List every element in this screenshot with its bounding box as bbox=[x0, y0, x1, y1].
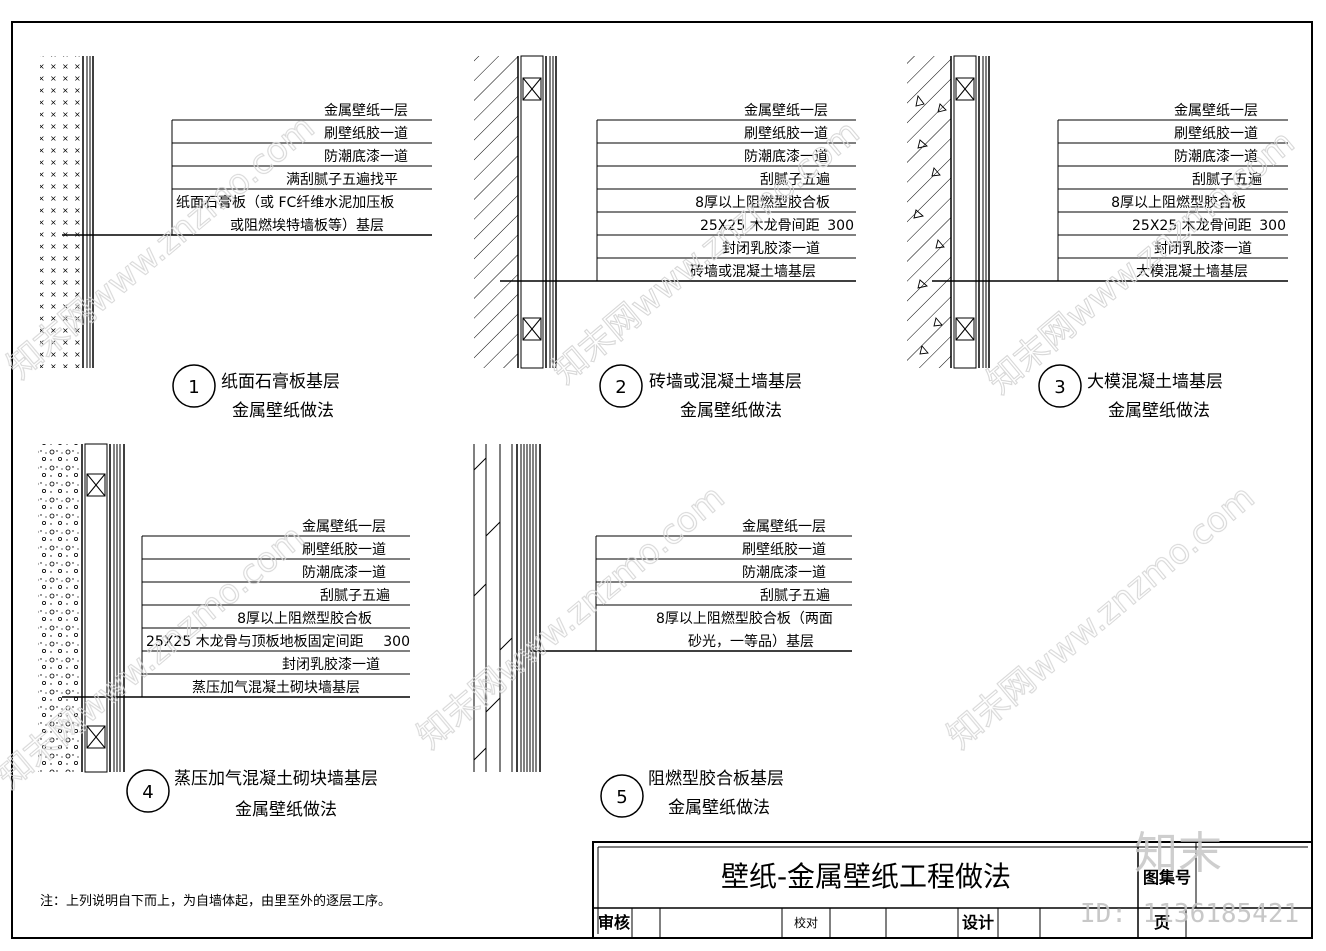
d4-layer-6: 300 bbox=[383, 634, 410, 650]
d4-layer-1: 刷壁纸胶一道 bbox=[302, 541, 386, 558]
d1-layer-3: 满刮腻子五遍找平 bbox=[286, 172, 398, 188]
detail-2: 金属壁纸一层 刷壁纸胶一道 防潮底漆一道 刮腻子五遍 8厚以上阻燃型胶合板 25… bbox=[474, 55, 856, 421]
d5-layer-5: 砂光，一等品）基层 bbox=[688, 633, 814, 650]
d3-layer-1: 刷壁纸胶一道 bbox=[1174, 125, 1258, 142]
d2-layer-2: 防潮底漆一道 bbox=[744, 149, 828, 165]
d1-caption-2: 金属壁纸做法 bbox=[232, 401, 334, 421]
d1-layer-0: 金属壁纸一层 bbox=[324, 103, 408, 119]
watermark-text: 知末网www.znzmo.com bbox=[940, 477, 1262, 756]
d4-number: 4 bbox=[142, 782, 153, 803]
d2-layer-0: 金属壁纸一层 bbox=[744, 103, 828, 119]
d3-layer-0: 金属壁纸一层 bbox=[1174, 103, 1258, 119]
d5-layer-4: 8厚以上阻燃型胶合板（两面 bbox=[656, 610, 833, 627]
d4-layer-0: 金属壁纸一层 bbox=[302, 519, 386, 535]
d3-layer-5: 25X25 木龙骨间距 bbox=[1132, 218, 1252, 234]
d5-number: 5 bbox=[616, 787, 627, 808]
d3-layer-6: 300 bbox=[1259, 218, 1286, 234]
d2-layer-6: 300 bbox=[827, 218, 854, 234]
d2-layer-4: 8厚以上阻燃型胶合板 bbox=[695, 194, 830, 211]
aerated-block-hatch bbox=[38, 444, 82, 772]
d4-number-circle bbox=[126, 769, 170, 813]
review-label: 审核 bbox=[598, 913, 630, 932]
d2-number-circle bbox=[599, 364, 643, 408]
d5-layer-2: 防潮底漆一道 bbox=[742, 565, 826, 581]
watermark-text: 知末网www.znzmo.com bbox=[980, 122, 1302, 401]
d4-layer-5: 25X25 木龙骨与顶板地板固定间距 bbox=[146, 634, 364, 650]
d2-layer-7: 封闭乳胶漆一道 bbox=[722, 240, 820, 257]
construction-note: 注：上列说明自下而上，为自墙体起，由里至外的逐层工序。 bbox=[40, 893, 391, 909]
watermark-layer: 知末网www.znzmo.com 知末网www.znzmo.com 知末网www… bbox=[0, 107, 1303, 929]
d1-layer-1: 刷壁纸胶一道 bbox=[324, 125, 408, 142]
watermark-logo: 知末 bbox=[1134, 828, 1222, 879]
d5-number-circle bbox=[600, 774, 644, 818]
detail-3: 金属壁纸一层 刷壁纸胶一道 防潮底漆一道 刮腻子五遍 8厚以上阻燃型胶合板 25… bbox=[907, 55, 1288, 421]
gypsum-board-hatch bbox=[40, 56, 82, 368]
d5-layer-0: 金属壁纸一层 bbox=[742, 519, 826, 535]
d3-caption-2: 金属壁纸做法 bbox=[1108, 401, 1210, 421]
d5-layer-3: 刮腻子五遍 bbox=[760, 588, 830, 604]
detail-4: 金属壁纸一层 刷壁纸胶一道 防潮底漆一道 刮腻子五遍 8厚以上阻燃型胶合板 25… bbox=[38, 443, 410, 820]
design-label: 设计 bbox=[962, 913, 994, 932]
d2-layer-5: 25X25 木龙骨间距 bbox=[700, 218, 820, 234]
d1-caption-1: 纸面石膏板基层 bbox=[221, 371, 340, 392]
d3-layer-3: 刮腻子五遍 bbox=[1192, 172, 1262, 188]
d3-layer-2: 防潮底漆一道 bbox=[1174, 149, 1258, 165]
d4-layer-8: 蒸压加气混凝土砌块墙基层 bbox=[192, 679, 360, 696]
d4-layer-7: 封闭乳胶漆一道 bbox=[282, 656, 380, 673]
d2-number: 2 bbox=[615, 377, 626, 398]
d3-caption-1: 大模混凝土墙基层 bbox=[1087, 372, 1223, 392]
d3-number: 3 bbox=[1054, 377, 1065, 398]
watermark-id: ID: 1136185421 bbox=[1080, 899, 1299, 929]
d5-layer-1: 刷壁纸胶一道 bbox=[742, 541, 826, 558]
d5-caption-1: 阻燃型胶合板基层 bbox=[648, 769, 784, 789]
d3-layer-7: 封闭乳胶漆一道 bbox=[1154, 240, 1252, 257]
d2-caption-1: 砖墙或混凝土墙基层 bbox=[649, 372, 802, 392]
d1-layer-4: 纸面石膏板（或 FC纤维水泥加压板 bbox=[176, 194, 394, 211]
detail-1: 金属壁纸一层 刷壁纸胶一道 防潮底漆一道 满刮腻子五遍找平 纸面石膏板（或 FC… bbox=[40, 56, 432, 421]
atlas-no-label: 图集号 bbox=[1143, 868, 1191, 887]
d2-caption-2: 金属壁纸做法 bbox=[680, 401, 782, 421]
detail-5: 金属壁纸一层 刷壁纸胶一道 防潮底漆一道 刮腻子五遍 8厚以上阻燃型胶合板（两面… bbox=[473, 444, 852, 818]
d2-layer-8: 砖墙或混凝土墙基层 bbox=[690, 263, 816, 280]
d1-layer-2: 防潮底漆一道 bbox=[324, 149, 408, 165]
d4-layer-4: 8厚以上阻燃型胶合板 bbox=[237, 610, 372, 627]
title-block: 壁纸-金属壁纸工程做法 图集号 审核 校对 设计 页 bbox=[592, 841, 1313, 939]
d4-caption-2: 金属壁纸做法 bbox=[235, 800, 337, 820]
brick-wall-hatch bbox=[474, 56, 518, 368]
d1-number-circle bbox=[172, 364, 216, 408]
d5-caption-2: 金属壁纸做法 bbox=[668, 798, 770, 818]
d2-layer-1: 刷壁纸胶一道 bbox=[744, 125, 828, 142]
d4-layer-2: 防潮底漆一道 bbox=[302, 565, 386, 581]
page-label: 页 bbox=[1154, 913, 1170, 932]
d3-layer-4: 8厚以上阻燃型胶合板 bbox=[1111, 194, 1246, 211]
d2-layer-3: 刮腻子五遍 bbox=[760, 172, 830, 188]
d1-layer-5: 或阻燃埃特墙板等）基层 bbox=[230, 217, 384, 234]
d3-number-circle bbox=[1038, 364, 1082, 408]
concrete-wall-hatch bbox=[907, 56, 951, 368]
d3-layer-8: 大模混凝土墙基层 bbox=[1136, 263, 1248, 280]
drawing-title: 壁纸-金属壁纸工程做法 bbox=[721, 860, 1011, 893]
d1-number: 1 bbox=[188, 377, 199, 398]
d4-caption-1: 蒸压加气混凝土砌块墙基层 bbox=[174, 769, 378, 789]
sheet-border bbox=[11, 21, 1313, 939]
d4-layer-3: 刮腻子五遍 bbox=[320, 588, 390, 604]
check-label: 校对 bbox=[794, 915, 818, 930]
